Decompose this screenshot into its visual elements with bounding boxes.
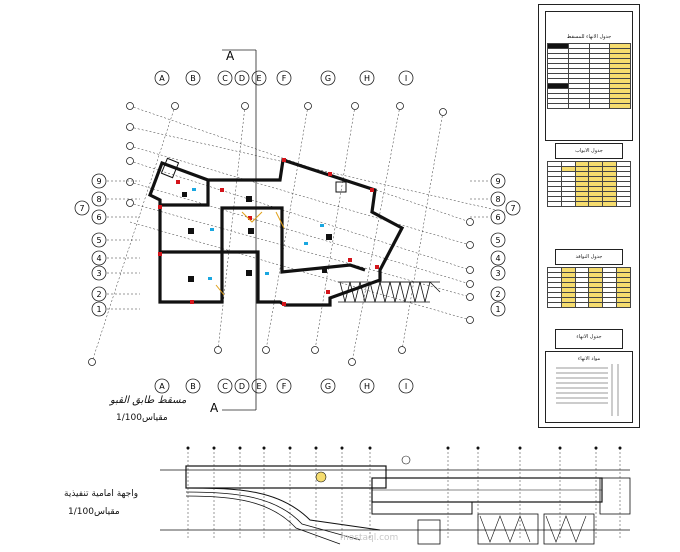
svg-text:C: C — [222, 382, 228, 391]
svg-text:E: E — [256, 382, 261, 391]
red-column-marks — [158, 158, 379, 306]
svg-text:9: 9 — [96, 177, 101, 186]
svg-text:I: I — [405, 382, 407, 391]
grid-letter: D — [239, 74, 245, 83]
grid-axis-bubbles — [88, 102, 474, 366]
grid-letter: A — [159, 74, 165, 83]
svg-text:2: 2 — [96, 290, 101, 299]
grid-letters-top: A B C D E F G H I — [154, 70, 414, 86]
legend-title-box: جدول الانهاء — [555, 329, 623, 349]
plan-scale: 1/100مقياس — [116, 413, 168, 423]
cyan-fixtures — [192, 188, 324, 280]
finishes-schedule: جدول الانهاء للمسقط — [545, 11, 633, 141]
grid-numbers-left: 9 8 7 6 5 4 3 2 1 — [74, 173, 107, 317]
elevation-title: واجهة امامية تنفيذية — [64, 489, 139, 499]
finishes-title: جدول الانهاء للمسقط — [566, 34, 612, 40]
svg-text:8: 8 — [495, 195, 500, 204]
floor-plan — [147, 157, 405, 307]
elevation-scale: 1/100مقياس — [68, 507, 120, 517]
grid-letter: E — [256, 74, 261, 83]
svg-text:G: G — [325, 382, 331, 391]
doors-title-box: جدول الابواب — [555, 143, 623, 159]
grid-letter: C — [222, 74, 228, 83]
room-markers — [182, 192, 332, 282]
svg-text:3: 3 — [495, 269, 500, 278]
svg-text:4: 4 — [96, 254, 101, 263]
elevation-axis-ticks — [187, 448, 621, 540]
svg-text:5: 5 — [96, 236, 101, 245]
svg-text:1: 1 — [495, 305, 500, 314]
section-cut-line — [222, 49, 257, 411]
finishes-table — [547, 43, 631, 109]
svg-text:A: A — [159, 382, 165, 391]
grid-numbers-right: 9 8 7 6 5 4 3 2 1 — [490, 173, 521, 317]
svg-text:1: 1 — [96, 305, 101, 314]
materials-title: مواد الانهاء — [577, 356, 601, 362]
grid-axis-lines — [91, 105, 506, 363]
grid-letter: G — [325, 74, 331, 83]
grid-letter: I — [405, 74, 407, 83]
svg-text:6: 6 — [495, 213, 500, 222]
legend-title: جدول الانهاء — [576, 334, 602, 340]
svg-text:B: B — [190, 382, 196, 391]
ramp-hatch — [338, 281, 441, 303]
section-mark: A — [226, 49, 235, 63]
doors-title: جدول الابواب — [575, 148, 603, 154]
svg-text:F: F — [282, 382, 287, 391]
materials-box: مواد الانهاء — [545, 351, 633, 423]
svg-text:6: 6 — [96, 213, 101, 222]
svg-text:H: H — [364, 382, 370, 391]
grid-letter: F — [282, 74, 287, 83]
svg-text:D: D — [239, 382, 245, 391]
svg-text:7: 7 — [79, 204, 84, 213]
windows-title: جدول النوافذ — [575, 254, 603, 260]
svg-text:9: 9 — [495, 177, 500, 186]
door-swings — [215, 211, 285, 296]
grid-letter: B — [190, 74, 196, 83]
svg-text:2: 2 — [495, 290, 500, 299]
svg-text:3: 3 — [96, 269, 101, 278]
watermark: mostaql.com — [340, 533, 398, 543]
windows-title-box: جدول النوافذ — [555, 249, 623, 265]
grid-letters-bottom: A B C D E F G H I — [154, 378, 414, 394]
grid-letter: H — [364, 74, 370, 83]
svg-text:8: 8 — [96, 195, 101, 204]
schedules-panel: جدول الانهاء للمسقط جدول الابواب جدول ال… — [538, 4, 640, 428]
doors-table — [547, 161, 631, 207]
section-mark: A — [210, 401, 219, 415]
front-elevation — [160, 455, 631, 545]
windows-table — [547, 267, 631, 308]
svg-text:4: 4 — [495, 254, 500, 263]
svg-text:7: 7 — [510, 204, 515, 213]
svg-text:5: 5 — [495, 236, 500, 245]
plan-title: مسقط طابق القبو — [110, 395, 187, 406]
